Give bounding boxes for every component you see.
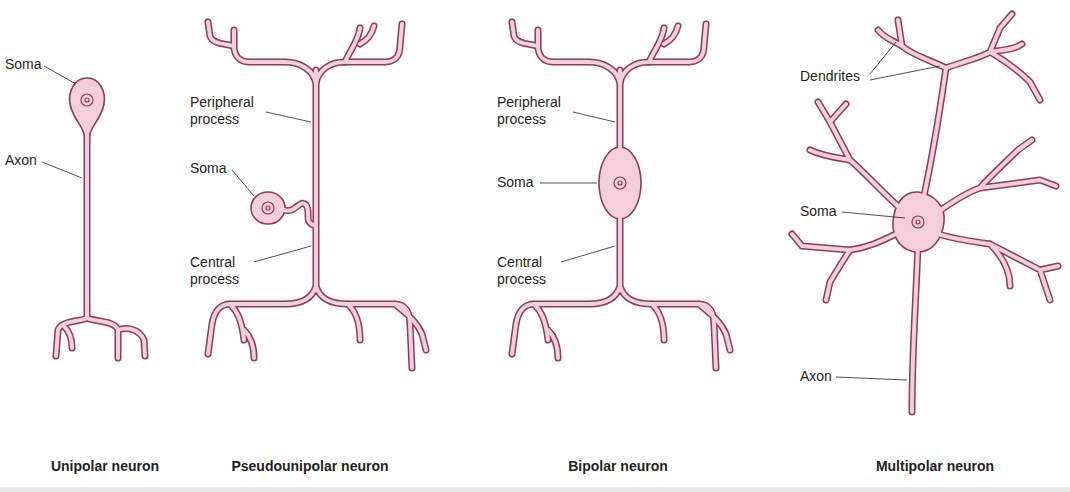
nucleus — [81, 94, 93, 106]
bipolar-processes — [512, 22, 730, 368]
leader-line — [870, 42, 896, 74]
part-label: Central process — [190, 254, 270, 288]
neuron-outline — [56, 14, 1058, 412]
nucleolus — [618, 181, 622, 185]
leader-line — [266, 112, 311, 122]
neuron-caption: Unipolar neuron — [5, 458, 205, 475]
leader-line — [44, 66, 76, 84]
multipolar-processes — [792, 14, 1058, 412]
part-label: Peripheral process — [497, 94, 577, 128]
leader-line — [42, 162, 82, 178]
leader-line — [232, 170, 254, 196]
neuron-caption: Pseudounipolar neuron — [200, 458, 420, 475]
part-label: Central process — [497, 254, 577, 288]
neuron-caption: Multipolar neuron — [835, 458, 1035, 475]
leader-line — [254, 246, 311, 262]
nucleolus — [266, 206, 270, 210]
nucleolus — [916, 220, 920, 224]
part-label: Soma — [5, 56, 42, 73]
leader-line — [540, 183, 597, 184]
leader-lines — [42, 42, 940, 380]
part-label: Dendrites — [800, 68, 860, 85]
nuclei — [81, 94, 924, 228]
bipolar-processes — [512, 22, 730, 368]
nucleolus — [85, 98, 89, 102]
pseudounipolar-processes — [208, 22, 426, 368]
nucleus — [912, 216, 924, 228]
neuron-fill — [56, 14, 1058, 412]
part-label: Soma — [800, 203, 837, 220]
multipolar-processes — [792, 14, 1058, 412]
nucleus — [262, 202, 274, 214]
part-label: Soma — [497, 174, 534, 191]
part-label: Axon — [800, 368, 832, 385]
multipolar-soma — [893, 192, 944, 252]
nucleus — [614, 177, 626, 189]
pseudounipolar-processes — [208, 22, 426, 368]
somas — [70, 78, 945, 252]
leader-line — [836, 377, 907, 380]
neuron-caption: Bipolar neuron — [518, 458, 718, 475]
part-label: Peripheral process — [190, 94, 270, 128]
unipolar-processes — [56, 130, 145, 358]
leader-line — [573, 112, 615, 122]
unipolar-processes — [56, 130, 145, 358]
leader-line — [870, 66, 940, 80]
pseudounipolar-soma — [251, 192, 285, 224]
leader-line — [561, 246, 615, 262]
part-label: Soma — [190, 160, 227, 177]
bottom-band — [0, 487, 1070, 492]
part-label: Axon — [5, 152, 37, 169]
leader-line — [842, 212, 905, 218]
